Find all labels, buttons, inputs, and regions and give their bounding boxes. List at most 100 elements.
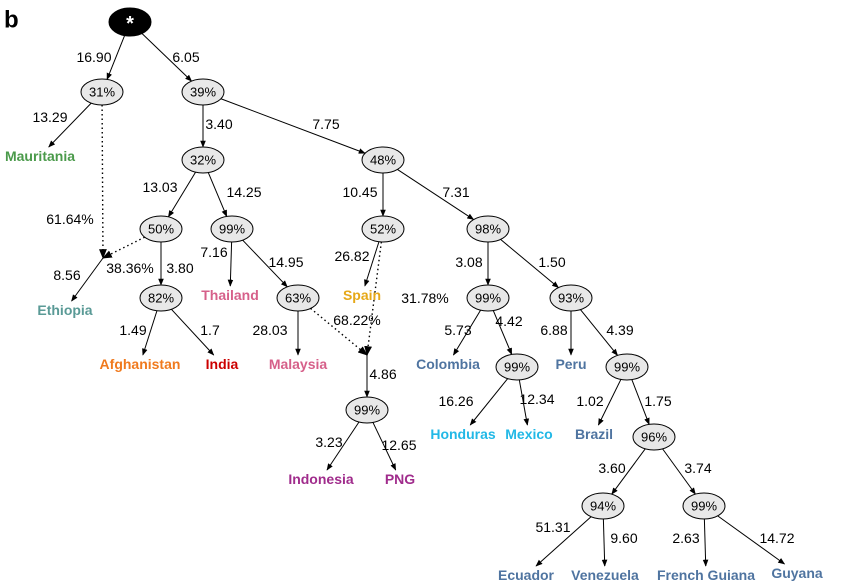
- edge-n31-mauritania: [48, 102, 92, 148]
- edge-label: 16.26: [438, 393, 473, 409]
- tree-node: 98%: [466, 215, 510, 243]
- tree-node: 94%: [581, 492, 625, 520]
- edge-n63-indo_admix: [310, 307, 368, 356]
- tree-node: 99%: [466, 284, 510, 312]
- node-label: 99%: [219, 222, 245, 237]
- node-ellipse: [139, 215, 183, 243]
- tree-node: 96%: [632, 423, 676, 451]
- edge-n99c-n99d: [492, 310, 513, 356]
- edge-label: 10.45: [342, 184, 377, 200]
- node-ellipse: [632, 423, 676, 451]
- tree-node: 93%: [549, 284, 593, 312]
- leaf-label-afghanistan: Afghanistan: [100, 356, 181, 372]
- node-ellipse: [581, 492, 625, 520]
- edge-n82-afghanistan: [142, 310, 158, 356]
- leaf-label-guyana: Guyana: [771, 565, 823, 581]
- edge-label: 14.25: [226, 184, 261, 200]
- node-label: 99%: [504, 360, 530, 375]
- edge-ethiopia_admix-ethiopia: [71, 257, 104, 302]
- root-label: *: [126, 13, 134, 35]
- leaf-label-brazil: Brazil: [575, 426, 613, 442]
- edge-n52-indo_admix: [364, 241, 383, 356]
- root-ellipse: [108, 7, 152, 37]
- edge-label: 7.31: [442, 184, 469, 200]
- edge-n48-n98: [397, 169, 475, 220]
- edges-layer: [48, 33, 786, 567]
- node-ellipse: [139, 284, 183, 312]
- node-ellipse: [361, 146, 405, 174]
- edge-n99b-indonesia: [326, 421, 360, 471]
- node-ellipse: [181, 146, 225, 174]
- node-ellipse: [345, 396, 389, 424]
- edge-label: 6.05: [172, 49, 199, 65]
- leaf-label-mauritania: Mauritania: [5, 148, 75, 164]
- node-ellipse: [682, 492, 726, 520]
- edge-label: 3.74: [684, 460, 711, 476]
- tree-node: 50%: [139, 215, 183, 243]
- tree-node: 32%: [181, 146, 225, 174]
- edge-label: 7.16: [200, 244, 227, 260]
- tree-node: 52%: [361, 215, 405, 243]
- leaf-label-indonesia: Indonesia: [288, 471, 354, 487]
- node-ellipse: [495, 353, 539, 381]
- tree-node: 31%: [80, 78, 124, 106]
- edge-n99d-honduras: [469, 378, 509, 426]
- tree-node: 39%: [181, 78, 225, 106]
- leaf-label-french-guiana: French Guiana: [657, 567, 755, 583]
- node-label: 93%: [558, 291, 584, 306]
- tree-node: 99%: [495, 353, 539, 381]
- edge-label: 31.78%: [401, 290, 448, 306]
- node-label: 39%: [190, 85, 216, 100]
- leaf-label-honduras: Honduras: [430, 426, 496, 442]
- edge-label: 6.88: [540, 322, 567, 338]
- edge-n94-venezuela: [601, 518, 608, 567]
- node-ellipse: [80, 78, 124, 106]
- edge-label: 51.31: [535, 519, 570, 535]
- edge-label: 38.36%: [106, 260, 153, 276]
- edge-n99d-mexico: [518, 379, 530, 426]
- edge-label: 68.22%: [333, 312, 380, 328]
- node-label: 63%: [285, 291, 311, 306]
- node-label: 31%: [89, 85, 115, 100]
- edge-n31-ethiopia_admix: [99, 104, 107, 259]
- node-ellipse: [466, 284, 510, 312]
- edge-label: 1.75: [644, 393, 671, 409]
- leaf-label-peru: Peru: [555, 356, 586, 372]
- edge-label: 14.72: [759, 530, 794, 546]
- tree-node: 99%: [605, 353, 649, 381]
- edge-root-n31: [106, 35, 126, 81]
- leaf-label-venezuela: Venezuela: [571, 567, 639, 583]
- node-label: 48%: [370, 153, 396, 168]
- node-label: 99%: [614, 360, 640, 375]
- root-node: *: [108, 7, 152, 37]
- edge-label: 4.39: [606, 322, 633, 338]
- tree-node: 82%: [139, 284, 183, 312]
- edge-label: 3.60: [598, 460, 625, 476]
- leaf-label-india: India: [206, 356, 239, 372]
- tree-node: 99%: [210, 215, 254, 243]
- edge-n82-india: [171, 308, 215, 356]
- node-label: 52%: [370, 222, 396, 237]
- edge-n99b-png: [372, 422, 397, 471]
- edge-label: 12.65: [381, 437, 416, 453]
- edge-n94-ecuador: [535, 516, 592, 567]
- edge-label: 14.95: [268, 254, 303, 270]
- tree-node: 63%: [276, 284, 320, 312]
- node-ellipse: [276, 284, 320, 312]
- edge-label: 3.23: [315, 434, 342, 450]
- node-label: 99%: [475, 291, 501, 306]
- leaf-label-ecuador: Ecuador: [498, 567, 555, 583]
- node-label: 99%: [691, 499, 717, 514]
- tree-node: 48%: [361, 146, 405, 174]
- edge-n99f-guyana: [717, 515, 786, 565]
- edge-label: 16.90: [76, 49, 111, 65]
- leaf-label-mexico: Mexico: [505, 426, 552, 442]
- edge-label: 4.86: [369, 366, 396, 382]
- edge-label: 1.50: [538, 254, 565, 270]
- node-ellipse: [210, 215, 254, 243]
- edge-n52-spain: [364, 241, 380, 287]
- edge-label: 4.42: [495, 313, 522, 329]
- node-ellipse: [605, 353, 649, 381]
